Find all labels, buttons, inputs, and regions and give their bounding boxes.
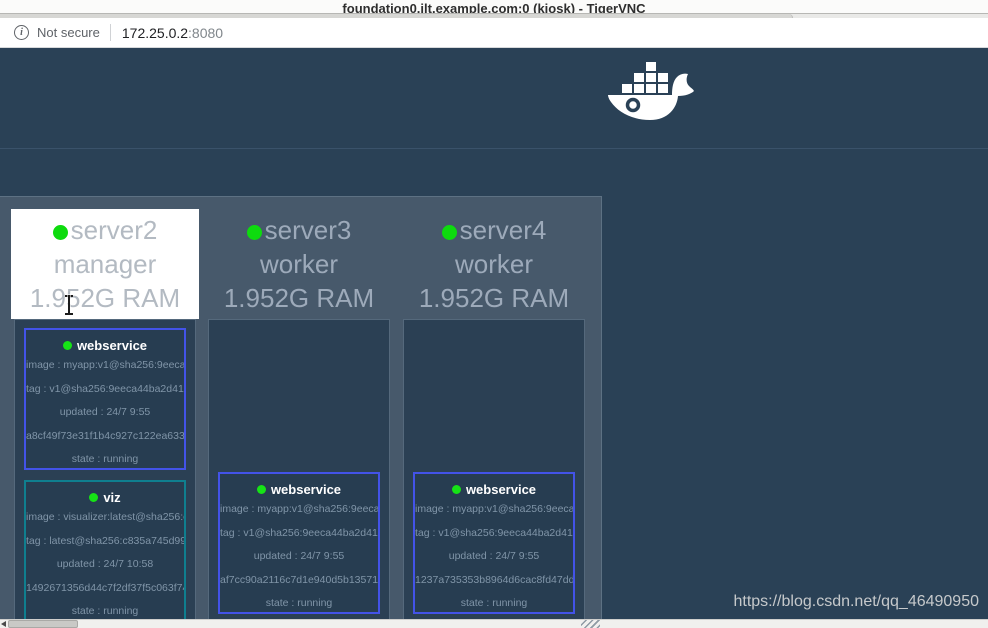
site-info-icon[interactable]: i [14,25,29,40]
node-header-server2: server2 manager 1.952G RAM [11,209,199,319]
task-image: image : myapp:v1@sha256:9eeca44ba2d410e5 [415,503,575,515]
node-status-dot [441,225,457,240]
node-role: worker [454,249,533,279]
task-image: image : visualizer:latest@sha256:c835a74… [26,511,184,523]
task-id: a8cf49f73e31f1b4c927c122ea6331a2 [26,429,186,442]
docker-logo-icon [608,62,694,120]
task-name: webservice [270,482,342,497]
task-status-dot [62,341,72,350]
task-name: viz [103,490,121,505]
browser-url-bar[interactable]: i Not secure 172.25.0.2 :8080 [0,18,988,48]
task-name: webservice [465,482,537,497]
node-server4: server4 worker 1.952G RAM webservice ima… [400,209,588,628]
node-header-server4: server4 worker 1.952G RAM [400,209,588,319]
task-webservice: webservice image : myapp:v1@sha256:9eeca… [218,472,380,614]
task-updated: updated : 24/7 10:58 [56,558,154,570]
node-ram: 1.952G RAM [29,283,181,313]
node-task-area: webservice image : myapp:v1@sha256:9eeca… [14,319,196,628]
task-viz: viz image : visualizer:latest@sha256:c83… [24,480,186,622]
task-updated: updated : 24/7 9:55 [59,406,151,418]
browser-tab-strip [0,14,793,19]
node-name: server4 [459,215,547,245]
node-status-dot [52,225,68,240]
vnc-window-title: foundation0.ilt.example.com:0 (kiosk) - … [342,1,646,13]
window-resize-grip-icon[interactable] [581,620,600,628]
task-status-dot [451,485,461,494]
node-task-area: webservice image : myapp:v1@sha256:9eeca… [403,319,585,628]
task-name: webservice [76,338,148,353]
task-webservice: webservice image : myapp:v1@sha256:9eeca… [24,328,186,470]
visualizer-page: server2 manager 1.952G RAM webservice im… [0,48,988,628]
node-ram: 1.952G RAM [223,283,375,313]
node-server2: server2 manager 1.952G RAM webservice im… [11,209,199,628]
node-server3: server3 worker 1.952G RAM webservice ima… [205,209,393,628]
node-ram: 1.952G RAM [418,283,570,313]
task-status-dot [89,493,99,502]
node-role: manager [53,249,157,279]
node-header-server3: server3 worker 1.952G RAM [205,209,393,319]
horizontal-scrollbar-thumb[interactable] [8,620,78,628]
node-name: server2 [70,215,158,245]
task-updated: updated : 24/7 9:55 [253,550,345,562]
security-status-label: Not secure [37,25,100,40]
task-id: af7cc90a2116c7d1e940d5b13571464e [220,573,379,586]
swarm-nodes-panel: server2 manager 1.952G RAM webservice im… [0,196,602,628]
task-state: state : running [71,453,139,465]
task-state: state : running [460,597,528,609]
vnc-titlebar: foundation0.ilt.example.com:0 (kiosk) - … [0,0,988,13]
task-status-dot [256,485,266,494]
task-webservice: webservice image : myapp:v1@sha256:9eeca… [413,472,575,614]
url-port-text[interactable]: :8080 [188,24,224,41]
task-updated: updated : 24/7 9:55 [448,550,540,562]
task-image: image : myapp:v1@sha256:9eeca44ba2d410e5 [26,359,186,371]
task-state: state : running [71,605,139,617]
watermark-text: https://blog.csdn.net/qq_46490950 [733,593,979,610]
task-id: 1237a735353b8964d6cac8fd47dd28f1 [415,573,575,586]
task-id: 1492671356d44c7f2df37f5c063f746e [26,581,186,594]
node-task-area: webservice image : myapp:v1@sha256:9eeca… [208,319,390,628]
header-divider [0,148,988,149]
url-host-text[interactable]: 172.25.0.2 [121,24,189,41]
scroll-left-arrow-icon[interactable] [1,621,6,627]
task-state: state : running [265,597,333,609]
task-tag: tag : v1@sha256:9eeca44ba2d410e5 [26,382,186,395]
horizontal-scrollbar[interactable] [0,619,988,628]
url-separator [109,24,111,41]
node-status-dot [246,225,262,240]
node-name: server3 [264,215,352,245]
task-image: image : myapp:v1@sha256:9eeca44ba2d410e5 [220,503,380,515]
task-tag: tag : v1@sha256:9eeca44ba2d410e5 [220,526,380,539]
node-role: worker [259,249,338,279]
task-tag: tag : latest@sha256:c835a745d99ce7 [26,534,186,547]
browser-chrome-strip [0,13,988,19]
task-tag: tag : v1@sha256:9eeca44ba2d410e5 [415,526,575,539]
